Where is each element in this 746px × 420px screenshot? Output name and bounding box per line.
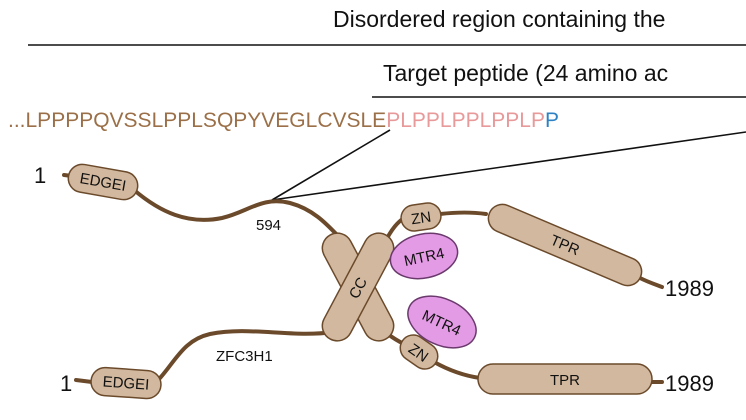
cc-domain: CC — [321, 232, 395, 342]
zn-domain-top: ZN — [400, 202, 442, 232]
edgei-bottom-label: EDGEI — [102, 373, 150, 393]
mtr4-bottom: MTR4 — [407, 295, 477, 349]
residue-594-label: 594 — [256, 217, 281, 234]
tpr-domain-bottom: TPR — [477, 363, 653, 395]
top-chain-tpr-link — [438, 210, 488, 216]
bottom-end-number: 1989 — [665, 371, 714, 396]
sequence-prefix: ...LPPPPQVSSLPPLSQPYVEGLCVSLE — [8, 109, 386, 132]
top-start-number: 1 — [34, 163, 46, 188]
zoom-line-right — [271, 131, 746, 201]
top-chain — [132, 188, 344, 242]
bottom-start-number: 1 — [60, 371, 72, 396]
bottom-chain — [158, 329, 336, 380]
top-end-number: 1989 — [665, 276, 714, 301]
tpr-domain-top: TPR — [487, 203, 643, 287]
sequence-highlight: PLPPLPPLPPLP — [386, 109, 545, 132]
cc-rod-b — [321, 232, 395, 342]
top-chain-end — [638, 276, 664, 289]
edgei-domain-bottom: EDGEI — [90, 366, 162, 400]
mtr4-top: MTR4 — [389, 232, 459, 280]
disordered-region-label: Disordered region containing the — [333, 6, 665, 32]
edgei-domain-top: EDGEI — [67, 163, 139, 201]
protein-name-label: ZFC3H1 — [216, 348, 273, 365]
zoom-line-left — [271, 129, 391, 201]
tpr-bottom-label: TPR — [550, 372, 580, 389]
zn-top-label: ZN — [410, 209, 432, 229]
bottom-chain-tpr-link — [432, 360, 482, 380]
bottom-chain-start — [74, 378, 94, 384]
peptide-sequence: ...LPPPPQVSSLPPLSQPYVEGLCVSLEPLPPLPPLPPL… — [8, 109, 559, 132]
zn-domain-bottom: ZN — [399, 334, 439, 370]
sequence-tail: P — [545, 109, 559, 132]
target-peptide-label: Target peptide (24 amino ac — [383, 60, 668, 86]
